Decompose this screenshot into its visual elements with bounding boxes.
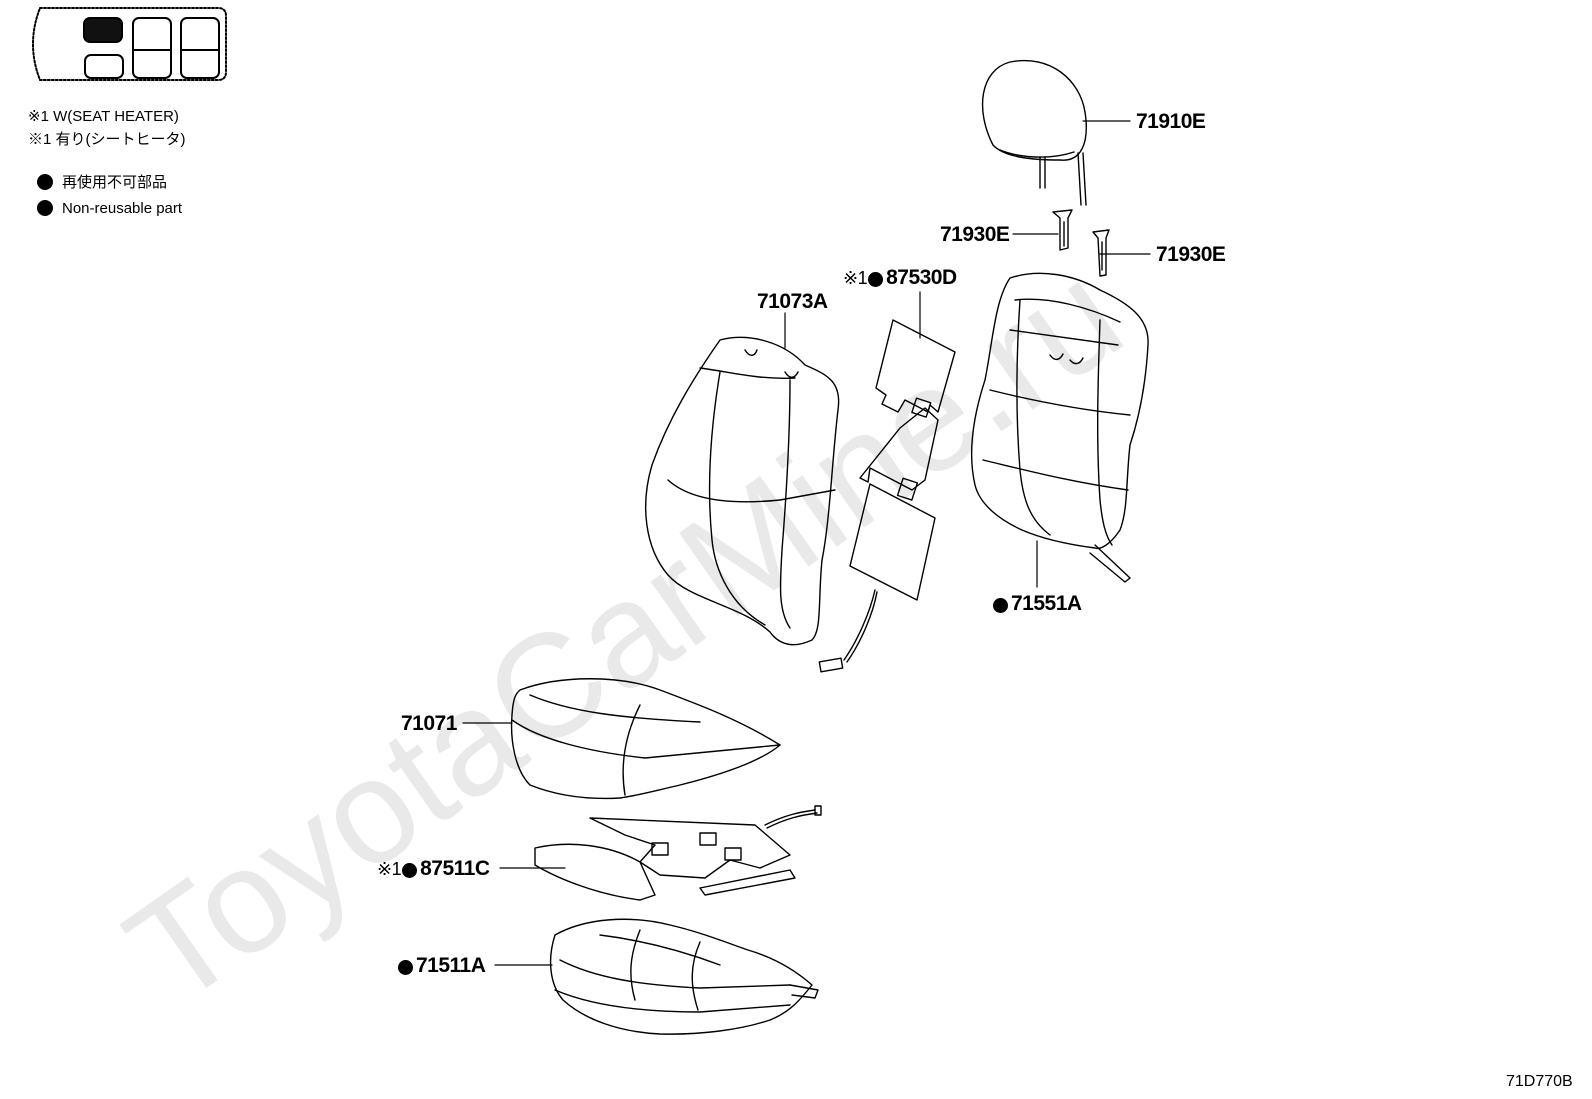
label-71910E[interactable]: 71910E xyxy=(1136,110,1206,133)
label-71511A[interactable]: 71511A xyxy=(398,954,486,977)
legend-nonreuse-jp-text: 再使用不可部品 xyxy=(62,174,168,191)
label-87511C[interactable]: ※1 87511C xyxy=(377,858,490,879)
cushion-pad-71511A[interactable] xyxy=(549,918,819,1035)
non-reusable-dot-icon xyxy=(868,272,884,287)
non-reusable-dot-icon xyxy=(993,598,1008,613)
non-reusable-dot-icon xyxy=(37,200,53,216)
label-87530D-prefix: ※1 xyxy=(843,268,868,288)
cushion-cover-71071[interactable] xyxy=(510,678,781,800)
label-87511C-text: 87511C xyxy=(420,857,490,880)
seat-layout-icon xyxy=(32,7,227,81)
seatback-cover-71073A[interactable] xyxy=(645,336,840,646)
legend-nonreuse-en: Non-reusable part xyxy=(37,200,182,216)
legend-heater-jp: ※1 有り(シートヒータ) xyxy=(28,131,186,148)
legend-nonreuse-jp: 再使用不可部品 xyxy=(37,174,167,190)
label-87511C-prefix: ※1 xyxy=(377,859,402,879)
label-71551A-text: 71551A xyxy=(1011,592,1082,615)
legend-nonreuse-en-text: Non-reusable part xyxy=(62,200,183,217)
label-71930E-b[interactable]: 71930E xyxy=(1156,243,1226,266)
label-71551A[interactable]: 71551A xyxy=(993,593,1082,614)
label-87530D-text: 87530D xyxy=(886,266,957,289)
headrest-support-71930E-a[interactable] xyxy=(1052,209,1073,251)
non-reusable-dot-icon xyxy=(398,960,413,975)
label-71073A[interactable]: 71073A xyxy=(757,290,828,313)
headrest-support-71930E-b[interactable] xyxy=(1092,229,1110,277)
cushion-heater-87511C[interactable] xyxy=(534,805,822,901)
seatback-pad-71551A[interactable] xyxy=(970,272,1149,583)
legend-heater-en: ※1 W(SEAT HEATER) xyxy=(28,108,179,125)
headrest-71910E[interactable] xyxy=(981,59,1087,206)
non-reusable-dot-icon xyxy=(402,863,418,878)
label-87530D[interactable]: ※1 87530D xyxy=(843,267,957,288)
leader-lines xyxy=(462,120,1151,966)
label-71511A-text: 71511A xyxy=(416,954,486,977)
seatback-heater-87530D[interactable] xyxy=(818,319,956,673)
label-71071[interactable]: 71071 xyxy=(401,712,457,735)
diagram-code: 71D770B xyxy=(1506,1073,1573,1090)
label-71930E-a[interactable]: 71930E xyxy=(940,223,1010,246)
non-reusable-dot-icon xyxy=(37,174,53,190)
